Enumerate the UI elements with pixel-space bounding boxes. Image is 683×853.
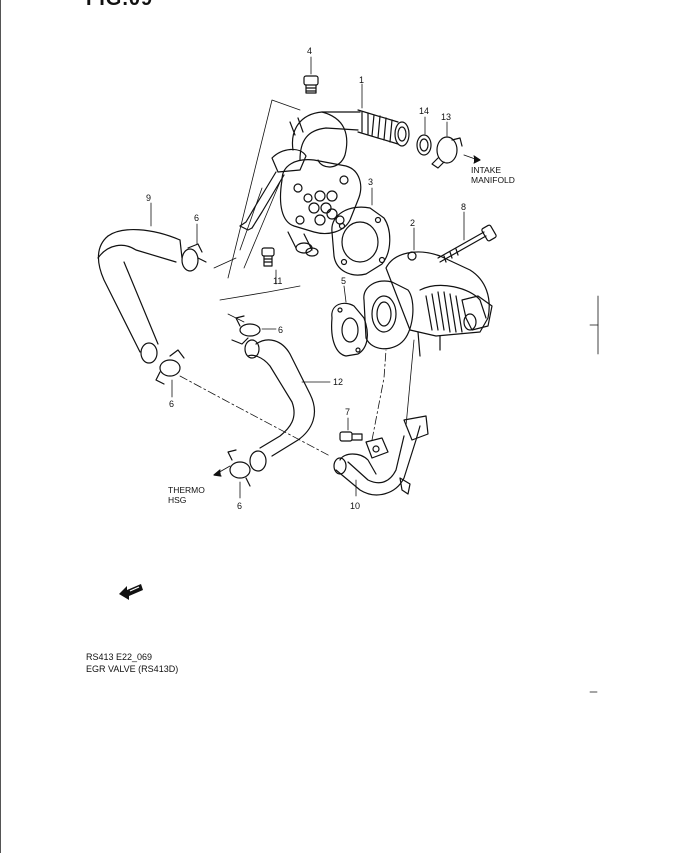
part-12-hose bbox=[244, 339, 331, 472]
part-5-gasket bbox=[331, 285, 368, 357]
part-7-bolt bbox=[339, 417, 363, 442]
callout-11: 11 bbox=[273, 276, 282, 286]
figure-title: FIG.09 bbox=[86, 0, 153, 11]
callout-8: 8 bbox=[461, 202, 466, 212]
callout-6-upper: 6 bbox=[194, 213, 199, 223]
callout-2: 2 bbox=[410, 218, 415, 228]
part-3-gasket bbox=[331, 187, 391, 276]
callout-5: 5 bbox=[341, 276, 346, 286]
part-6-clamp-left bbox=[155, 349, 185, 398]
callout-6-left: 6 bbox=[169, 399, 174, 409]
part-9-hose bbox=[97, 202, 183, 364]
callout-6-mid: 6 bbox=[278, 325, 283, 335]
egr-cooler-flange bbox=[239, 148, 362, 257]
assembly-lines bbox=[179, 99, 415, 457]
figure-name: EGR VALVE (RS413D) bbox=[86, 664, 179, 674]
part-6-clamp-upper bbox=[181, 223, 207, 272]
callout-9: 9 bbox=[146, 193, 151, 203]
part-4-bolt bbox=[303, 56, 319, 94]
thermo-label-line2: HSG bbox=[168, 495, 186, 505]
part-8-bolt bbox=[437, 211, 497, 263]
callout-1: 1 bbox=[359, 75, 364, 85]
callout-10: 10 bbox=[350, 501, 360, 511]
callout-3: 3 bbox=[368, 177, 373, 187]
intake-label-line1: INTAKE bbox=[471, 165, 501, 175]
part-1-pipe bbox=[289, 83, 410, 168]
page-border bbox=[0, 0, 1, 853]
part-13-clamp bbox=[431, 121, 463, 169]
intake-label-line2: MANIFOLD bbox=[471, 175, 515, 185]
part-14-ring bbox=[416, 116, 432, 156]
part-10-pipe bbox=[333, 415, 429, 497]
part-2-egr-valve bbox=[363, 227, 493, 357]
figure-code: RS413 E22_069 bbox=[86, 652, 153, 662]
fwd-arrow-icon bbox=[119, 584, 143, 600]
part-11-bolt bbox=[261, 247, 277, 285]
callout-4: 4 bbox=[307, 46, 312, 56]
callout-14: 14 bbox=[419, 106, 429, 116]
callout-13: 13 bbox=[441, 112, 451, 122]
thermo-label-line1: THERMO bbox=[168, 485, 205, 495]
part-6-clamp-lower bbox=[227, 449, 251, 499]
callout-12: 12 bbox=[333, 377, 343, 387]
callout-7: 7 bbox=[345, 407, 350, 417]
callout-6-lower: 6 bbox=[237, 501, 242, 511]
